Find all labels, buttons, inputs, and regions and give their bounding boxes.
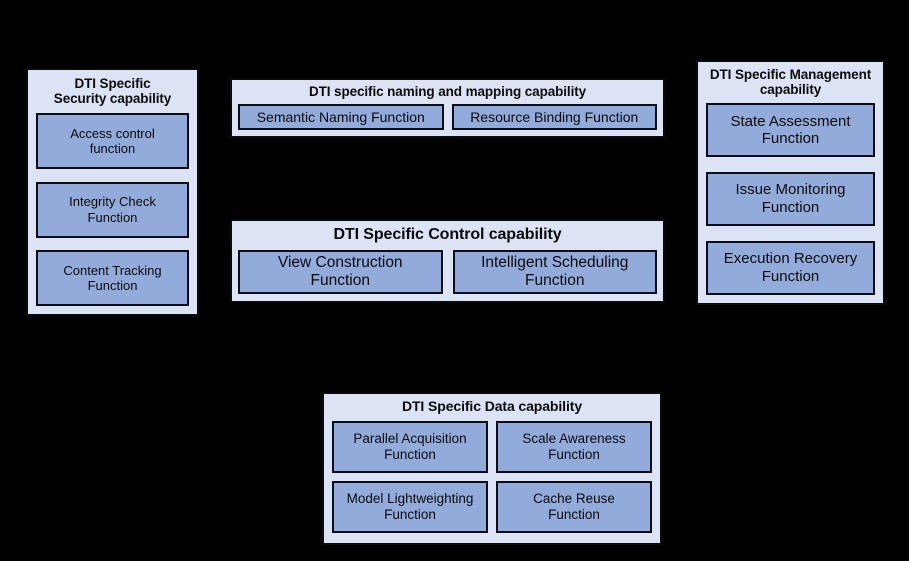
panel-management-capability: DTI Specific Management capability State…: [696, 60, 885, 305]
function-box-access-control[interactable]: Access control function: [36, 113, 189, 170]
function-box-parallel-acquisition[interactable]: Parallel Acquisition Function: [332, 420, 488, 473]
function-list-data: Parallel Acquisition Function Scale Awar…: [332, 420, 652, 535]
function-box-state-assessment[interactable]: State Assessment Function: [706, 103, 875, 158]
panel-title-control: DTI Specific Control capability: [333, 226, 562, 243]
function-box-resource-binding[interactable]: Resource Binding Function: [451, 104, 657, 130]
function-box-integrity-check[interactable]: Integrity Check Function: [36, 181, 189, 238]
panel-title-naming: DTI specific naming and mapping capabili…: [308, 84, 587, 99]
panel-security-capability: DTI Specific Security capability Access …: [26, 68, 199, 316]
panel-title-security: DTI Specific Security capability: [53, 76, 172, 107]
function-box-issue-monitoring[interactable]: Issue Monitoring Function: [706, 172, 875, 227]
function-list-management: State Assessment Function Issue Monitori…: [706, 103, 875, 295]
function-box-scale-awareness[interactable]: Scale Awareness Function: [496, 420, 652, 473]
function-list-security: Access control function Integrity Check …: [36, 113, 189, 306]
panel-title-data: DTI Specific Data capability: [401, 398, 583, 414]
function-box-cache-reuse[interactable]: Cache Reuse Function: [496, 480, 652, 533]
panel-control-capability: DTI Specific Control capability View Con…: [230, 219, 665, 303]
function-list-control: View Construction Function Intelligent S…: [238, 249, 657, 294]
function-box-semantic-naming[interactable]: Semantic Naming Function: [238, 104, 444, 130]
panel-naming-mapping-capability: DTI specific naming and mapping capabili…: [230, 78, 665, 138]
panel-data-capability: DTI Specific Data capability Parallel Ac…: [322, 392, 662, 545]
function-list-naming: Semantic Naming Function Resource Bindin…: [238, 104, 657, 130]
function-box-view-construction[interactable]: View Construction Function: [238, 249, 443, 294]
function-box-model-lightweighting[interactable]: Model Lightweighting Function: [332, 480, 488, 533]
function-box-intelligent-scheduling[interactable]: Intelligent Scheduling Function: [452, 249, 657, 294]
function-box-execution-recovery[interactable]: Execution Recovery Function: [706, 241, 875, 295]
function-box-content-tracking[interactable]: Content Tracking Function: [36, 250, 189, 306]
panel-title-management: DTI Specific Management capability: [709, 67, 872, 98]
